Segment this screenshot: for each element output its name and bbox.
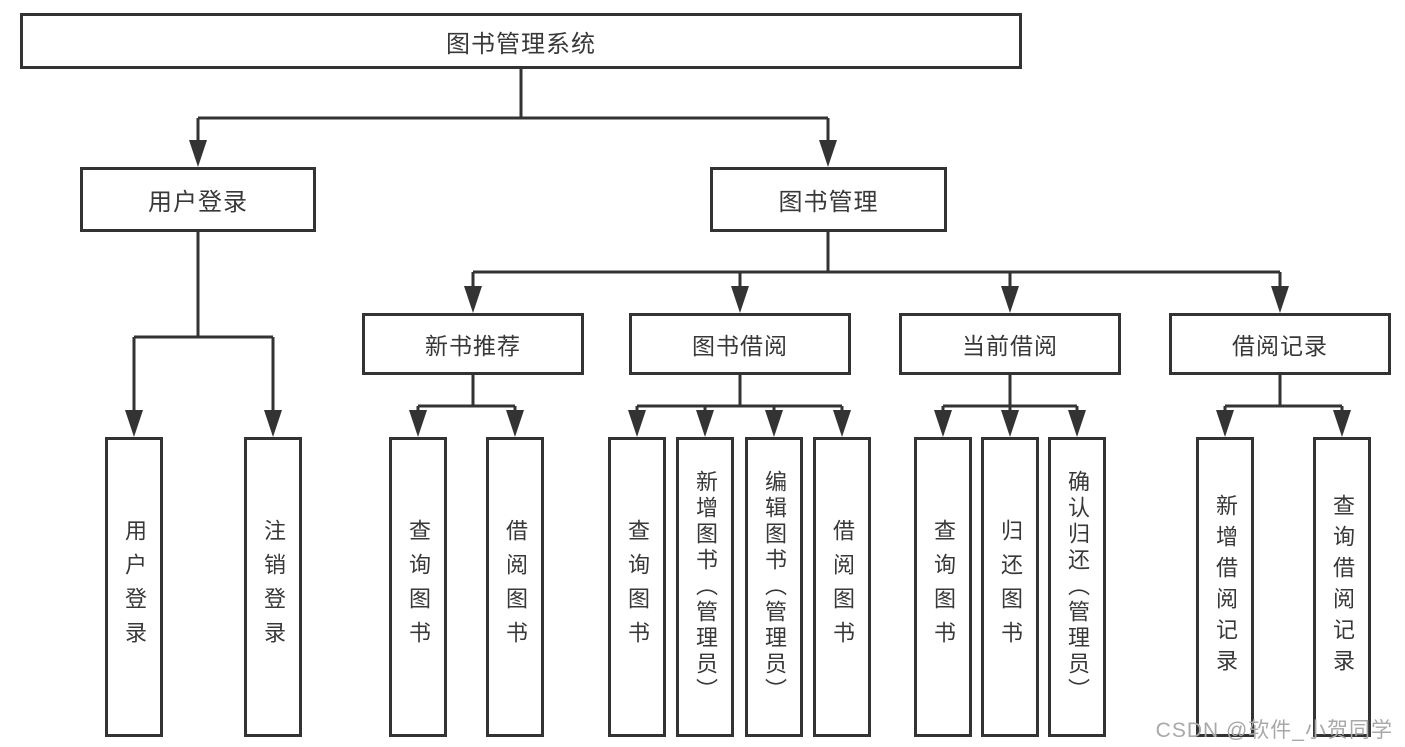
node-book-borrowing: 图书借阅 <box>629 313 851 375</box>
leaf-user-login: 用户登录 <box>105 437 163 737</box>
leaf-add-books-admin: 新增图书（管理员） <box>676 437 734 737</box>
leaf-borrow-books-recommend: 借阅图书 <box>486 437 544 737</box>
leaf-query-books-borrowing: 查询图书 <box>608 437 666 737</box>
leaf-logout: 注销登录 <box>244 437 302 737</box>
leaf-edit-books-admin: 编辑图书（管理员） <box>745 437 803 737</box>
leaf-confirm-return-admin: 确认归还（管理员） <box>1048 437 1106 737</box>
node-current-borrowing: 当前借阅 <box>899 313 1121 375</box>
leaf-add-borrow-record: 新增借阅记录 <box>1196 437 1254 737</box>
leaf-query-borrow-record: 查询借阅记录 <box>1313 437 1371 737</box>
leaf-borrow-books: 借阅图书 <box>813 437 871 737</box>
node-new-book-recommend: 新书推荐 <box>362 313 584 375</box>
leaf-return-books: 归还图书 <box>981 437 1039 737</box>
node-root: 图书管理系统 <box>20 13 1022 69</box>
watermark: CSDN @软件_小贺同学 <box>1155 719 1393 742</box>
leaf-query-books-recommend: 查询图书 <box>389 437 447 737</box>
leaf-query-books-current: 查询图书 <box>914 437 972 737</box>
node-user-login: 用户登录 <box>80 167 316 232</box>
node-borrowing-records: 借阅记录 <box>1169 313 1391 375</box>
node-book-management: 图书管理 <box>710 167 947 232</box>
